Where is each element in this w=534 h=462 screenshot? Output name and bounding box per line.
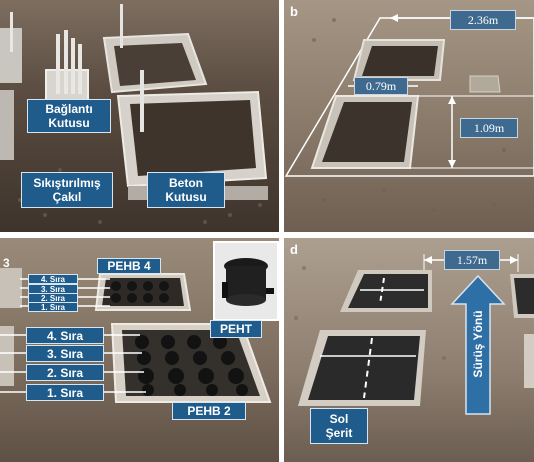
label-sol-serit: Sol Şerit: [310, 408, 368, 444]
label-baglanti-kutusu: Bağlantı Kutusu: [27, 99, 111, 133]
panel-c-photo: 3 PEHB 4 PEHT PEHB 2 4. Sıra 3. Sıra 2. …: [0, 238, 279, 462]
panel-d-scene: [294, 254, 534, 440]
panel-b-scene: [284, 14, 534, 212]
panel-d-photo: d 1.57m Sürüş Yönü Sol Şerit: [284, 238, 534, 462]
label-pehb4: PEHB 4: [97, 258, 161, 274]
dim-width-b: 2.36m: [450, 10, 516, 30]
panel-a-photo: Bağlantı Kutusu Sıkıştırılmış Çakıl Beto…: [0, 0, 279, 232]
label-3: 3: [3, 256, 10, 270]
small-row-4: 4. Sıra: [28, 274, 78, 284]
big-row-1: 1. Sıra: [26, 384, 104, 401]
small-row-1: 1. Sıra: [28, 302, 78, 312]
dim-depth-b: 1.09m: [460, 118, 518, 138]
label-pehb2: PEHB 2: [172, 402, 246, 420]
panel-a-scene: [0, 4, 268, 224]
label-surus-yonu: Sürüş Yönü: [471, 310, 485, 378]
label-sikistirilmis-cakil: Sıkıştırılmış Çakıl: [21, 172, 113, 208]
panel-b-photo: b 2.36m 0.79m 1.09m: [284, 0, 534, 232]
big-row-4: 4. Sıra: [26, 327, 104, 344]
panel-d-letter: d: [290, 242, 298, 257]
big-row-3: 3. Sıra: [26, 345, 104, 362]
panel-b-letter: b: [290, 4, 298, 19]
dim-inner-b: 0.79m: [354, 77, 408, 95]
label-beton-kutusu: Beton Kutusu: [147, 172, 225, 208]
dim-width-d: 1.57m: [444, 250, 500, 270]
label-peht: PEHT: [210, 320, 262, 338]
big-row-2: 2. Sıra: [26, 364, 104, 381]
